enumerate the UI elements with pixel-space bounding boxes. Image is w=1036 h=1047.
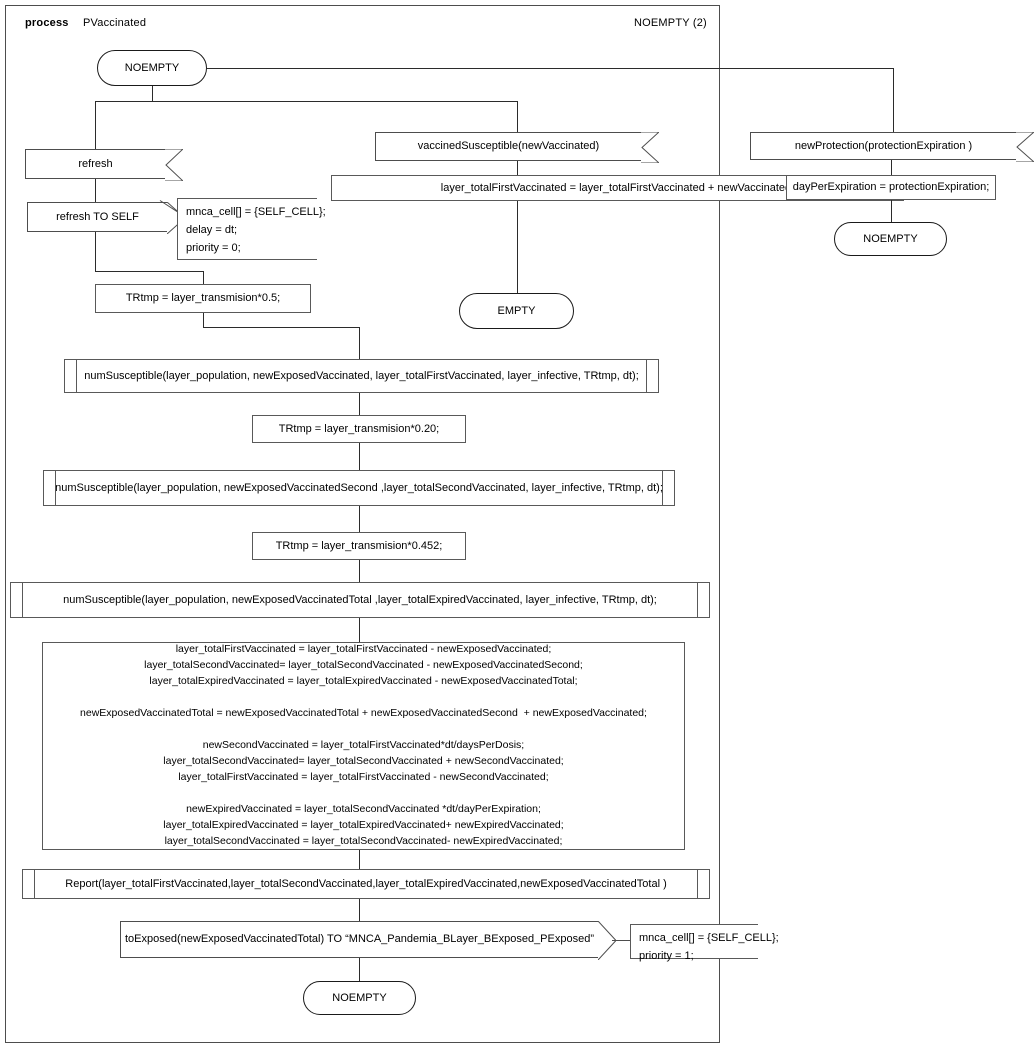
connector-task1-to-proc bbox=[359, 327, 360, 359]
state-start[interactable]: NOEMPTY bbox=[97, 50, 207, 86]
process-frame bbox=[5, 5, 720, 1043]
task-day-per-expiration[interactable]: dayPerExpiration = protectionExpiration; bbox=[786, 175, 996, 200]
state-right-noempty[interactable]: NOEMPTY bbox=[834, 222, 947, 256]
connector-vaccined-down bbox=[517, 161, 518, 175]
connector-self-to-task bbox=[203, 271, 204, 284]
task-trtmp-2[interactable]: TRtmp = layer_transmision*0.20; bbox=[252, 415, 466, 443]
output-to-exposed-label: toExposed(newExposedVaccinatedTotal) TO … bbox=[125, 933, 594, 946]
output-refresh-self-label: refresh TO SELF bbox=[56, 210, 139, 223]
connector-report-down bbox=[359, 899, 360, 921]
task-trtmp-1[interactable]: TRtmp = layer_transmision*0.5; bbox=[95, 284, 311, 313]
task-vaccination-updates[interactable]: layer_totalFirstVaccinated = layer_total… bbox=[42, 642, 685, 850]
connector-refresh-down bbox=[95, 179, 96, 202]
process-name: PVaccinated bbox=[83, 17, 147, 29]
connector-task1-down bbox=[203, 313, 204, 327]
connector-bigtask-down bbox=[359, 850, 360, 869]
task-trtmp-3[interactable]: TRtmp = layer_transmision*0.452; bbox=[252, 532, 466, 560]
input-notch-icon-2 bbox=[641, 131, 661, 164]
connector-start-down bbox=[152, 86, 153, 101]
connector-split-middle bbox=[517, 101, 518, 132]
connector-toexposed-down bbox=[359, 958, 360, 981]
connector-middle-to-empty bbox=[517, 201, 518, 293]
connector-task2-down bbox=[359, 443, 360, 470]
connector-split-left bbox=[95, 101, 96, 149]
state-bottom-noempty[interactable]: NOEMPTY bbox=[303, 981, 416, 1015]
comment-leader-line-2 bbox=[612, 940, 632, 941]
input-refresh-label: refresh bbox=[78, 157, 113, 170]
connector-self-jog bbox=[95, 271, 203, 272]
connector-split-bar bbox=[95, 101, 518, 102]
proc-report[interactable]: Report(layer_totalFirstVaccinated,layer_… bbox=[22, 869, 710, 899]
comment-refresh: mnca_cell[] = {SELF_CELL}; delay = dt; p… bbox=[177, 198, 326, 260]
connector-task1-jog bbox=[203, 327, 359, 328]
proc-num-susceptible-2[interactable]: numSusceptible(layer_population, newExpo… bbox=[43, 470, 675, 506]
connector-task3-down bbox=[359, 560, 360, 582]
process-keyword: process bbox=[25, 17, 69, 29]
input-vaccined-susceptible[interactable]: vaccinedSusceptible(newVaccinated) bbox=[375, 131, 661, 164]
output-refresh-self[interactable]: refresh TO SELF bbox=[27, 201, 186, 235]
comment-to-exposed: mnca_cell[] = {SELF_CELL}; priority = 1; bbox=[630, 924, 779, 962]
connector-start-right bbox=[207, 68, 893, 69]
input-notch-icon bbox=[165, 148, 185, 182]
connector-self-down bbox=[95, 232, 96, 271]
page-label: NOEMPTY (2) bbox=[634, 17, 707, 29]
proc-num-susceptible-1[interactable]: numSusceptible(layer_population, newExpo… bbox=[64, 359, 659, 393]
input-vaccined-label: vaccinedSusceptible(newVaccinated) bbox=[417, 140, 600, 153]
connector-protection-to-state bbox=[891, 200, 892, 222]
input-notch-icon-3 bbox=[1016, 131, 1036, 163]
output-to-exposed[interactable]: toExposed(newExposedVaccinatedTotal) TO … bbox=[120, 920, 617, 961]
input-refresh[interactable]: refresh bbox=[25, 148, 185, 182]
connector-right-down bbox=[893, 68, 894, 146]
connector-protection-down bbox=[891, 160, 892, 175]
connector-proc3-down bbox=[359, 618, 360, 642]
input-new-protection-label: newProtection(protectionExpiration ) bbox=[794, 139, 973, 152]
state-empty[interactable]: EMPTY bbox=[459, 293, 574, 329]
input-new-protection[interactable]: newProtection(protectionExpiration ) bbox=[750, 131, 1036, 163]
connector-proc1-down bbox=[359, 393, 360, 415]
proc-num-susceptible-3[interactable]: numSusceptible(layer_population, newExpo… bbox=[10, 582, 710, 618]
connector-proc2-down bbox=[359, 506, 360, 532]
